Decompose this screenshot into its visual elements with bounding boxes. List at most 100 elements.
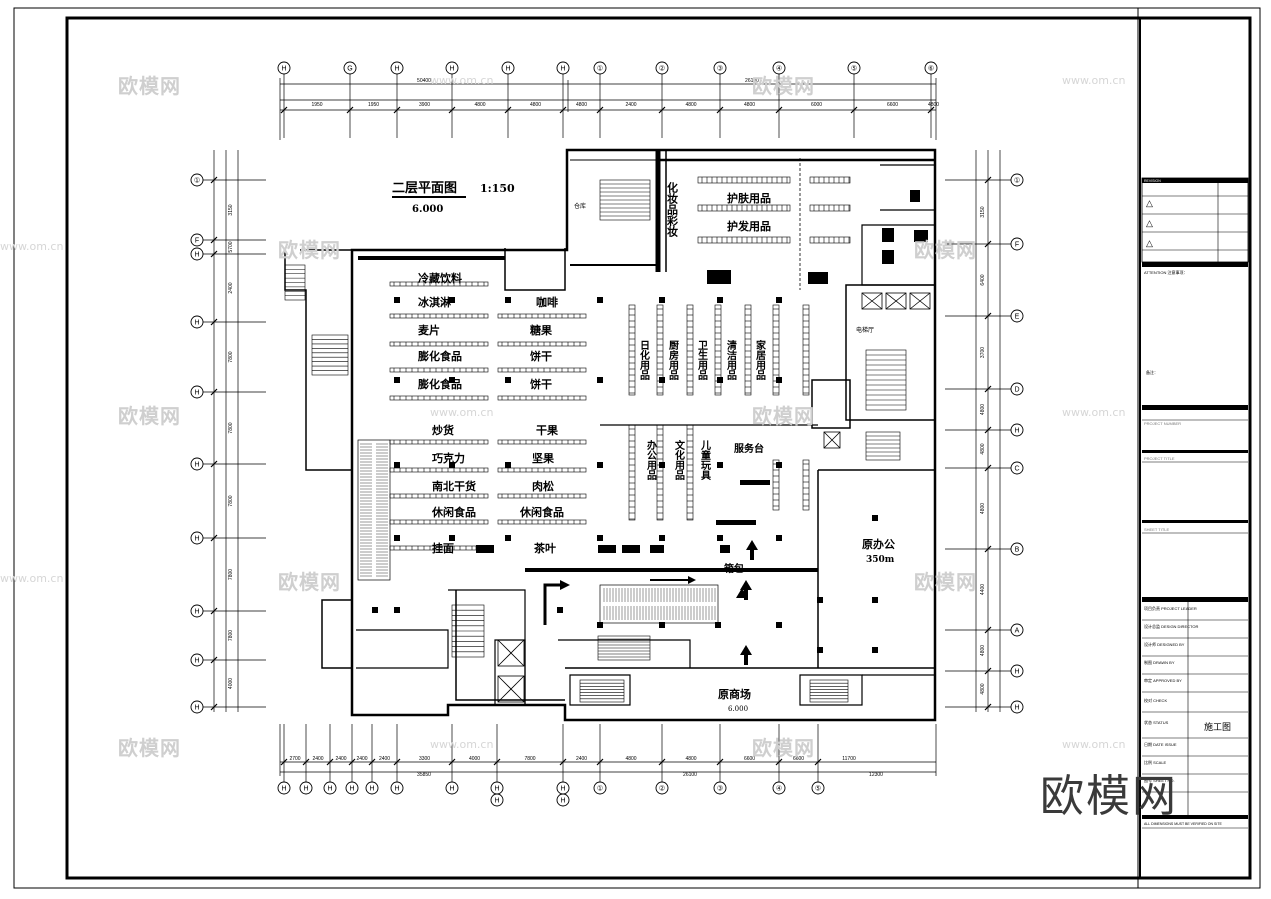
shelf-row [697,176,791,184]
label-frozen: 冷藏饮料 [418,271,462,285]
svg-text:H: H [1014,428,1019,435]
shelf-column [686,304,694,396]
stair-south-2 [579,679,625,703]
bottom-dim-text: 12300 [869,772,883,778]
column [776,622,782,628]
plan-title: 二层平面图 [392,181,457,196]
tb-approved: 审定 APPROVED BY [1144,677,1182,683]
plan-title-block: 二层平面图 1:150 6.000 [392,181,515,215]
svg-text:H: H [369,786,374,793]
column [505,535,511,541]
top-dim-tick [346,106,354,114]
stair-east-2 [865,431,901,461]
svg-text:H: H [281,66,286,73]
label-office-size: 350m [866,555,895,565]
svg-text:F: F [1015,242,1019,249]
label-office: 办公用品 [645,439,658,481]
label-rice: 麦片 [418,323,440,337]
tb-project-title: PROJECT TITLE [1144,456,1175,461]
top-dim-text: 4800 [530,102,541,108]
room-labels: 护肤用品 护发用品 冷藏饮料 冰淇淋 咖啡 麦片 糖果 膨化食品 饼干 膨化食品… [417,191,895,713]
right-dim-tick [984,626,992,634]
top-dim-tick [448,106,456,114]
stairwells [284,179,907,703]
top-dim-text: 6000 [811,102,822,108]
top-dimension-lines [279,78,937,140]
svg-text:H: H [560,66,565,73]
bottom-axis-sub-bubble: H [490,793,504,807]
top-dim-text: 4800 [576,102,587,108]
left-dim-tick [210,318,218,326]
bottom-dim-text: 2400 [576,756,587,762]
label-stationery: 文化用品 [673,439,686,481]
label-storage: 仓库 [574,202,586,210]
svg-text:H: H [560,798,565,805]
column [505,462,511,468]
shelf-row [809,176,851,184]
column [449,377,455,383]
label-daily-1: 日化用品 [638,340,651,381]
top-dim-text: 4800 [928,102,939,108]
top-dim-text: 1950 [311,102,322,108]
stair-west-2 [311,334,349,376]
column [394,462,400,468]
bottom-dim-tick [596,758,604,766]
label-dried: 干果 [536,424,558,437]
column [449,297,455,303]
tb-date: 日期 DATE ISSUE [1144,741,1177,747]
vertical-labels: 化妆品彩妆 日化用品 厨房用品 卫生用品 清洁用品 家居用品 办公用品 文化用品… [638,181,767,481]
label-office-area: 原办公 [862,537,895,551]
left-dim-tick [210,460,218,468]
bottom-dim-text: 2400 [379,756,390,762]
svg-text:H: H [303,786,308,793]
label-icecream: 冰淇淋 [418,295,451,309]
bottom-axis-sub-bubble: H [556,793,570,807]
top-axis-bubble: H [390,61,404,75]
label-puffed2: 膨化食品 [417,377,462,391]
bottom-dim-text: 6600 [793,756,804,762]
column [597,622,603,628]
tb-project-number: PROJECT NUMBER [1144,421,1181,426]
svg-text:G: G [347,66,352,73]
right-dim-tick [984,464,992,472]
bottom-dim-tick [814,758,822,766]
top-axis-bubble: ⑤ [847,61,861,75]
shelf-column [802,459,810,511]
right-axis-bubble: H [1010,423,1024,437]
shelf-row [497,313,587,319]
column [597,535,603,541]
bottom-axis-bubble: H [445,781,459,795]
building-walls [284,148,937,722]
bottom-axis-ticks [280,724,822,782]
bottom-dim-text: 26100 [683,772,697,778]
svg-text:③: ③ [717,785,723,793]
bottom-dim-tick [716,758,724,766]
label-chocolate: 巧克力 [432,451,465,465]
svg-text:H: H [194,390,199,397]
column [659,297,665,303]
tb-rev-mark-1: △ [1146,198,1153,208]
left-axis-bubble: H [190,385,204,399]
brand-logo-text: 欧模网 [1040,771,1178,822]
left-dim-tick [210,250,218,258]
bottom-dim-text: 3300 [419,756,430,762]
label-bags: 箱包 [724,562,744,575]
right-dim-tick [984,312,992,320]
top-dim-tick [280,106,288,114]
left-dim-text: 7800 [228,422,234,433]
tb-scale: 比例 SCALE [1144,759,1167,765]
label-cosmetics: 化妆品彩妆 [666,181,680,238]
svg-text:①: ① [597,65,603,73]
shelf-row [389,519,489,525]
svg-text:D: D [1014,387,1019,394]
left-dim-tick [210,176,218,184]
label-elevator-hall: 电梯厅 [856,326,874,334]
column [505,297,511,303]
tb-sheet-no: 图号 SHEET NO. [1144,777,1175,783]
label-biscuit: 饼干 [530,349,552,363]
top-axis-bubble: H [501,61,515,75]
top-dim-tick [504,106,512,114]
top-axis-bubble: H [277,61,291,75]
